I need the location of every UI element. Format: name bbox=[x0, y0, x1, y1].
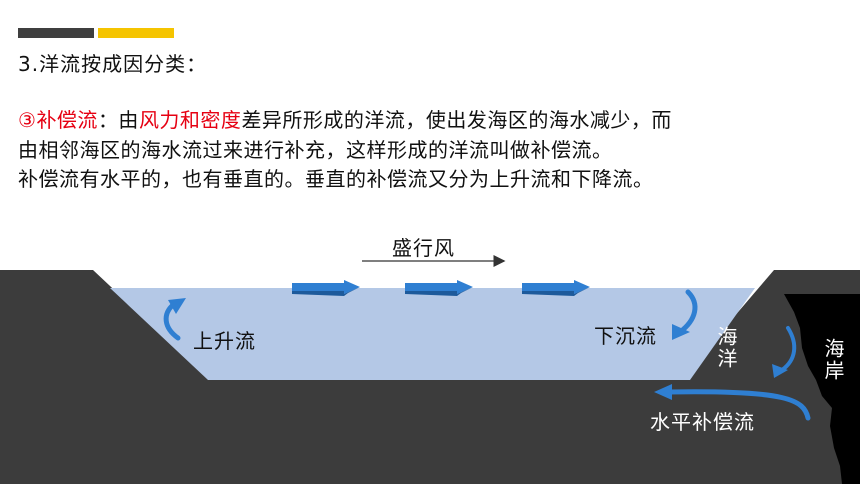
land-mass bbox=[0, 270, 860, 484]
horizontal-compensation-label: 水平补偿流 bbox=[650, 410, 755, 434]
current-arrow-icon bbox=[405, 280, 473, 296]
paragraph-line-2: 由相邻海区的海水流过来进行补充，这样形成的洋流叫做补偿流。 bbox=[18, 138, 613, 162]
paragraph-line-1: ③补偿流：由风力和密度差异所形成的洋流，使出发海区的海水减少，而 bbox=[18, 104, 672, 133]
upwelling-arrow-icon bbox=[163, 298, 186, 341]
coast-label: 海岸 bbox=[821, 338, 845, 382]
item-number: ③ bbox=[18, 108, 37, 132]
paragraph-line-3: 补偿流有水平的，也有垂直的。垂直的补偿流又分为上升流和下降流。 bbox=[18, 167, 654, 191]
coast-cliff bbox=[784, 294, 860, 484]
current-arrow-icon bbox=[522, 280, 590, 296]
highlight-text: 风力和密度 bbox=[138, 108, 242, 132]
term-label: 补偿流 bbox=[36, 108, 98, 132]
colon-text: ：由 bbox=[97, 108, 139, 132]
section-title: 3.洋流按成因分类： bbox=[18, 52, 208, 76]
water-body bbox=[110, 288, 755, 380]
ocean-current-diagram bbox=[0, 255, 860, 484]
ocean-label: 海洋 bbox=[714, 326, 738, 370]
header-bar-dark bbox=[18, 28, 94, 38]
downwelling-arrow-icon bbox=[672, 289, 698, 340]
upwelling-label: 上升流 bbox=[193, 329, 256, 353]
wind-label: 盛行风 bbox=[392, 236, 455, 260]
line1-rest: 差异所形成的洋流，使出发海区的海水减少，而 bbox=[241, 108, 672, 132]
header-bar-gold bbox=[98, 28, 174, 38]
current-arrow-icon bbox=[292, 280, 360, 296]
downwelling-label: 下沉流 bbox=[594, 324, 657, 348]
coast-downwelling-arrow-icon bbox=[772, 326, 797, 378]
horizontal-compensation-arrow-icon bbox=[654, 384, 811, 421]
